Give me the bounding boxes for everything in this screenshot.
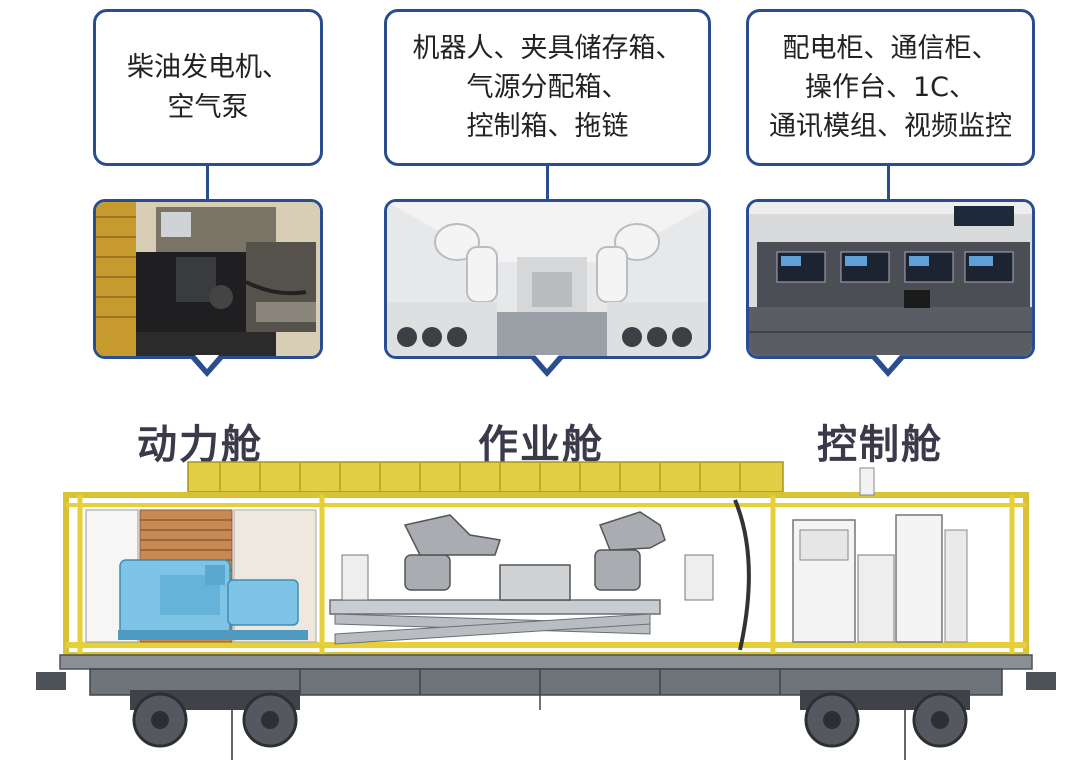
- work-cabin-interior: [329, 499, 751, 651]
- photo-robot-workshop: [384, 199, 711, 359]
- callout-power-line-2: 空气泵: [167, 91, 249, 123]
- callout-work-line-2: 气源分配箱、: [466, 71, 629, 103]
- callout-work-line-3: 控制箱、拖链: [466, 111, 629, 143]
- bogie-right: [800, 690, 970, 760]
- control-cabin-interior: [792, 514, 968, 643]
- label-control-cabin: 控制舱: [817, 422, 943, 468]
- callout-control-line-1: 配电柜、通信柜、: [782, 32, 999, 64]
- pointer-power: [191, 355, 223, 377]
- bogie-left: [130, 690, 300, 760]
- underframe: [36, 654, 1056, 710]
- connector-work: [546, 166, 549, 200]
- photo-control-console: [746, 199, 1035, 359]
- callout-control-line-2: 操作台、1C、: [804, 71, 977, 103]
- label-work-cabin: 作业舱: [478, 422, 604, 468]
- callout-control-cabin: 配电柜、通信柜、 操作台、1C、 通讯模组、视频监控: [746, 9, 1035, 166]
- callout-control-line-3: 通讯模组、视频监控: [769, 111, 1012, 143]
- container-frame: [63, 467, 1029, 658]
- callout-work-line-1: 机器人、夹具储存箱、: [412, 32, 683, 64]
- pointer-work: [531, 355, 563, 377]
- label-power-cabin: 动力舱: [137, 422, 263, 468]
- callout-power-cabin: 柴油发电机、 空气泵: [93, 9, 323, 166]
- callout-power-line-1: 柴油发电机、: [127, 52, 289, 84]
- callout-work-cabin: 机器人、夹具储存箱、 气源分配箱、 控制箱、拖链: [384, 9, 711, 166]
- power-cabin-interior: [85, 509, 317, 643]
- pointer-control: [872, 355, 904, 377]
- connector-power: [206, 166, 209, 200]
- photo-diesel-generator: [93, 199, 323, 359]
- connector-control: [887, 166, 890, 200]
